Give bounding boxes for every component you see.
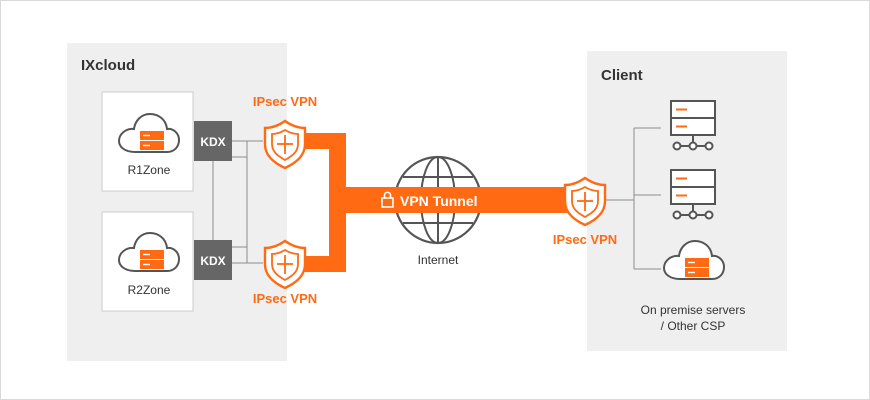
server-icon — [670, 169, 716, 220]
zone-box-r2: R2Zone — [101, 211, 194, 312]
kdx-label-r1: KDX — [200, 135, 225, 149]
kdx-label-r2: KDX — [200, 254, 225, 268]
ipsec-vpn-label-client: IPsec VPN — [553, 232, 617, 247]
kdx-gateway-r1: KDX — [194, 121, 232, 161]
vpn-tunnel-label: VPN Tunnel — [400, 193, 478, 209]
server-icon — [670, 100, 716, 151]
kdx-gateway-r2: KDX — [194, 240, 232, 280]
client-links — [604, 127, 661, 270]
zone-label-r2: R2Zone — [128, 283, 171, 297]
onprem-label-line2: / Other CSP — [661, 319, 726, 333]
lock-icon — [381, 191, 394, 208]
ipsec-vpn-label-top: IPsec VPN — [253, 94, 317, 109]
vpn-paths — [301, 133, 346, 272]
ixcloud-panel — [67, 43, 287, 361]
client-title: Client — [601, 67, 643, 84]
onprem-label-line1: On premise servers — [641, 303, 746, 317]
ipsec-vpn-label-bottom: IPsec VPN — [253, 291, 317, 306]
ixcloud-title: IXcloud — [81, 57, 135, 74]
zone-box-r1: R1Zone — [101, 91, 194, 192]
internet-label: Internet — [418, 253, 459, 267]
zone-label-r1: R1Zone — [128, 163, 171, 177]
